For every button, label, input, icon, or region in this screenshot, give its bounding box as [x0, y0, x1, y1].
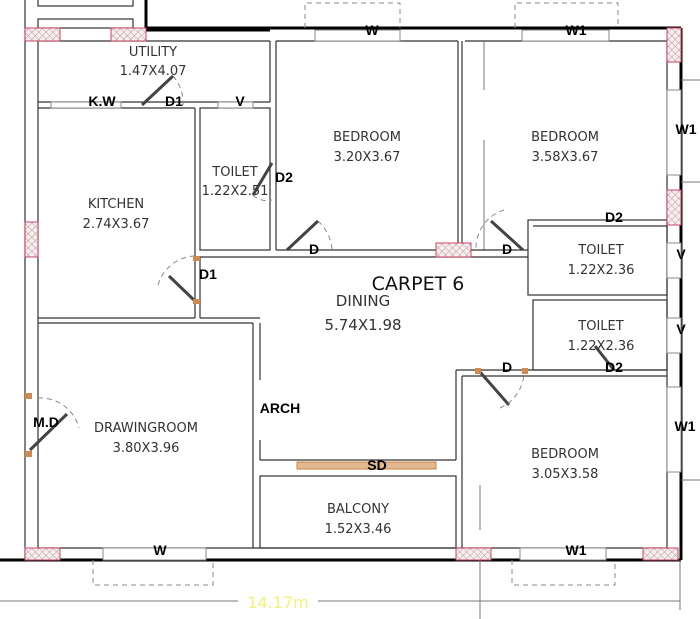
room-name-toilet-3: TOILET — [577, 319, 623, 334]
column — [666, 189, 682, 226]
tag-toilet-2-door: D2 — [605, 209, 623, 225]
overall-dimension-label: 14.17m — [247, 593, 308, 612]
room-name-toilet-2: TOILET — [577, 243, 623, 258]
room-size-bedroom-3: 3.05X3.58 — [532, 467, 599, 482]
tag-ventilator-toilet-3: V — [676, 321, 686, 337]
column — [24, 221, 39, 258]
room-name-drawingroom: DRAWINGROOM — [94, 421, 198, 436]
room-name-balcony: BALCONY — [327, 502, 389, 517]
tag-main-door: M.D — [33, 414, 59, 430]
tag-bedroom-3-door: D — [502, 359, 512, 375]
room-name-kitchen: KITCHEN — [88, 197, 144, 212]
tag-window-bottom: W — [153, 542, 167, 558]
tag-arch: ARCH — [260, 400, 300, 416]
column — [24, 547, 61, 561]
tag-ventilator-toilet-2: V — [676, 246, 686, 262]
carpet-label: CARPET 6 — [372, 273, 465, 295]
room-name-bedroom-1: BEDROOM — [333, 130, 401, 145]
column — [455, 547, 492, 561]
tag-toilet-3-door: D2 — [605, 359, 623, 375]
room-name-bedroom-3: BEDROOM — [531, 447, 599, 462]
columns — [24, 27, 682, 561]
room-size-bedroom-2: 3.58X3.67 — [532, 150, 599, 165]
doors — [25, 74, 616, 457]
windows — [50, 29, 682, 561]
tag-window-w1-bottom: W1 — [566, 542, 587, 558]
column — [24, 27, 61, 42]
room-size-toilet-3: 1.22X2.36 — [568, 339, 635, 354]
tag-sliding-door: SD — [367, 457, 386, 473]
room-size-toilet-2: 1.22X2.36 — [568, 263, 635, 278]
room-size-kitchen: 2.74X3.67 — [83, 217, 150, 232]
room-size-drawingroom: 3.80X3.96 — [113, 441, 180, 456]
tag-window-w1-right-top: W1 — [676, 121, 697, 137]
column — [666, 27, 682, 63]
tag-ventilator: V — [235, 93, 245, 109]
tag-window-top: W — [365, 22, 379, 38]
room-name-dining: DINING — [336, 292, 390, 310]
room-size-utility: 1.47X4.07 — [120, 64, 187, 79]
room-size-balcony: 1.52X3.46 — [325, 522, 392, 537]
column — [110, 27, 147, 42]
column — [435, 242, 472, 258]
tag-bedroom-1-door: D — [309, 241, 319, 257]
room-name-utility: UTILITY — [129, 45, 177, 60]
tag-window-w1-right-bottom: W1 — [675, 418, 696, 434]
room-name-bedroom-2: BEDROOM — [531, 130, 599, 145]
room-size-bedroom-1: 3.20X3.67 — [334, 150, 401, 165]
room-size-dining: 5.74X1.98 — [324, 316, 401, 334]
tag-toilet-door: D2 — [275, 169, 293, 185]
tag-utility-door: D1 — [165, 93, 183, 109]
tag-window-w1-top: W1 — [566, 22, 587, 38]
tag-kitchen-door: D1 — [199, 266, 217, 282]
column — [642, 547, 679, 561]
tag-kitchen-window: K.W — [88, 93, 116, 109]
tag-bedroom-2-door: D — [502, 241, 512, 257]
room-size-toilet-1: 1.22X2.51 — [202, 184, 269, 199]
room-name-toilet-1: TOILET — [211, 165, 257, 180]
